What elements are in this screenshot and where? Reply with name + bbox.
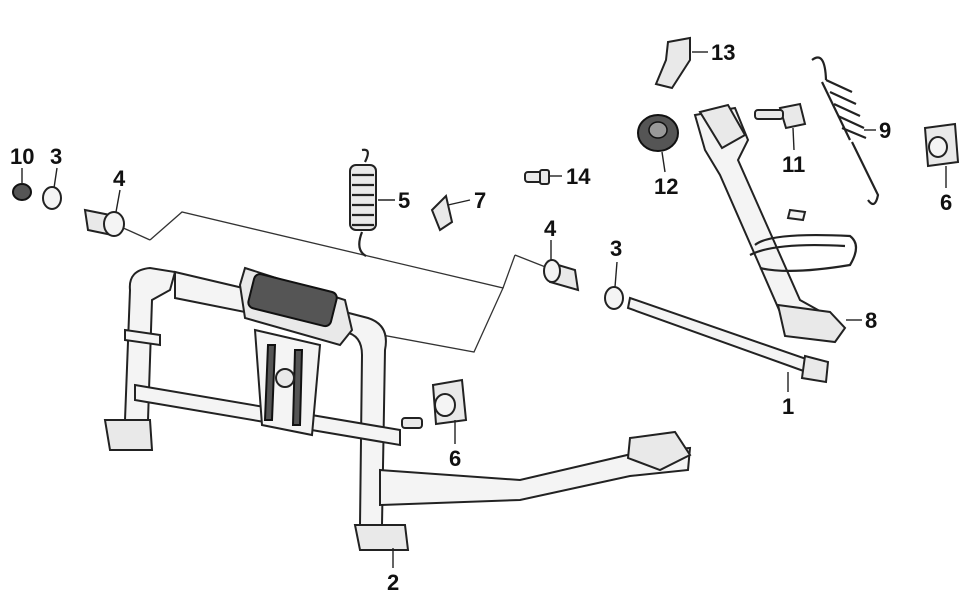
callout-leaders bbox=[21, 51, 947, 568]
callout-3-right: 3 bbox=[610, 236, 622, 261]
callout-6-right: 6 bbox=[940, 190, 952, 215]
callout-4-left: 4 bbox=[113, 166, 126, 191]
spring-part-9 bbox=[811, 56, 880, 206]
washer-part-3a bbox=[42, 186, 62, 210]
callout-13: 13 bbox=[711, 40, 735, 65]
callout-3-left: 3 bbox=[50, 144, 62, 169]
callout-10: 10 bbox=[10, 144, 34, 169]
callout-4-right: 4 bbox=[544, 216, 557, 241]
callout-11: 11 bbox=[782, 152, 805, 177]
callout-6-center: 6 bbox=[449, 446, 461, 471]
callout-labels: 10 3 4 5 7 14 4 3 13 12 11 9 6 8 1 6 2 bbox=[10, 40, 952, 595]
callout-1: 1 bbox=[782, 394, 794, 419]
callout-12: 12 bbox=[654, 174, 678, 199]
nut-part-10 bbox=[12, 183, 32, 201]
side-stand-part bbox=[693, 103, 858, 344]
bracket-part-13 bbox=[654, 36, 691, 90]
washer-part-3b bbox=[604, 286, 624, 310]
rubber-block-part-6b bbox=[431, 378, 468, 426]
center-stand-part bbox=[103, 266, 692, 551]
pivot-bolt-part bbox=[626, 296, 830, 384]
bolt-part-11 bbox=[754, 102, 807, 130]
callout-9: 9 bbox=[879, 118, 891, 143]
callout-14: 14 bbox=[566, 164, 591, 189]
callout-5: 5 bbox=[398, 188, 410, 213]
bolt-part-14 bbox=[524, 169, 550, 185]
bushing-part-4a bbox=[83, 208, 125, 237]
callout-7: 7 bbox=[474, 188, 486, 213]
rubber-block-part-6a bbox=[923, 122, 960, 168]
callout-8: 8 bbox=[865, 308, 877, 333]
clip-part-7 bbox=[430, 194, 454, 232]
spring-part-5 bbox=[349, 148, 377, 257]
nut-part-12 bbox=[637, 114, 679, 152]
callout-2: 2 bbox=[387, 570, 399, 595]
bushing-part-4b bbox=[543, 259, 580, 292]
